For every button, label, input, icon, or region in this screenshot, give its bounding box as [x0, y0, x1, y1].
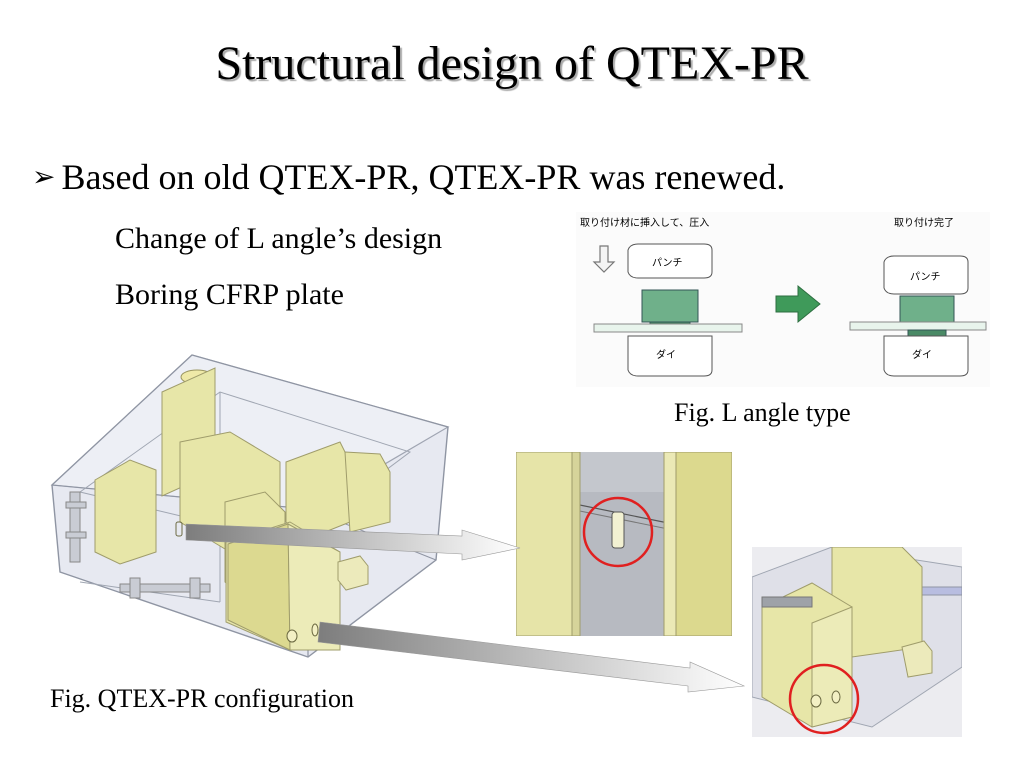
highlight-circle-2 [788, 663, 860, 735]
fastener-part-right [899, 295, 955, 323]
l-angle-right-heading: 取り付け完了 [894, 216, 954, 229]
svg-text:ダイ: ダイ [656, 348, 676, 361]
main-bullet: ➢Based on old QTEX-PR, QTEX-PR was renew… [32, 156, 785, 198]
l-angle-left-heading: 取り付け材に挿入して、圧入 [580, 216, 709, 229]
die-right: ダイ [883, 335, 969, 377]
main-bullet-text: Based on old QTEX-PR, QTEX-PR was renewe… [61, 157, 786, 197]
caption-l-angle: Fig. L angle type [674, 398, 851, 427]
qtex-configuration-drawing [50, 352, 450, 662]
highlight-circle-1 [582, 496, 654, 568]
l-angle-figure: 取り付け材に挿入して、圧入 取り付け完了 パンチ ダイ パンチ [576, 212, 990, 387]
svg-text:パンチ: パンチ [652, 257, 683, 269]
down-arrow-icon [592, 245, 616, 273]
right-arrow-icon [775, 284, 821, 324]
slide-title: Structural design of QTEX-PR [215, 37, 809, 90]
svg-text:パンチ: パンチ [910, 271, 941, 283]
caption-configuration: Fig. QTEX-PR configuration [50, 684, 355, 713]
punch-left: パンチ [627, 243, 713, 279]
sub-item-l-angle: Change of L angle’s design [115, 222, 443, 255]
die-left: ダイ [627, 335, 713, 377]
zoom-detail-boring [751, 546, 963, 737]
svg-text:ダイ: ダイ [912, 348, 932, 361]
sub-item-cfrp: Boring CFRP plate [115, 278, 344, 311]
punch-right: パンチ [883, 255, 969, 295]
bullet-arrow-icon: ➢ [32, 160, 56, 193]
zoom-detail-l-angle [515, 451, 733, 637]
plate-right [849, 321, 987, 331]
plate-left [593, 323, 743, 333]
fastener-part-left [641, 289, 699, 323]
